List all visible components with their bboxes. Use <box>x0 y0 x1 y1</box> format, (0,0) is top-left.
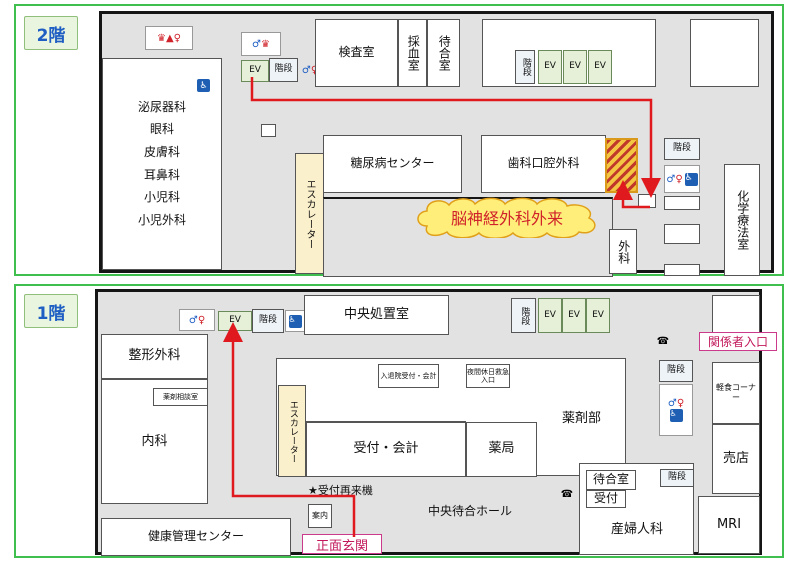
floor1-tag: 1階 <box>24 294 78 328</box>
room-night-entrance: 夜間休日救急入口 <box>466 364 510 388</box>
room-pediatrics: 小児科 <box>143 190 180 205</box>
room-2f-small1 <box>664 196 700 210</box>
room-2f-small2 <box>664 224 700 244</box>
restroom-icon: ♂♀ <box>301 64 318 76</box>
room-central-treatment: 中央処置室 <box>304 295 449 335</box>
room-shop: 売店 <box>712 424 760 494</box>
route-1f <box>223 322 356 537</box>
telephone-icon: ☎ <box>560 488 574 500</box>
stairs-2f-right2: 階段 <box>664 138 700 160</box>
restroom-icon: ♂♀ ♿ <box>659 384 693 436</box>
escalator-2f: エスカレーター <box>295 153 324 274</box>
route-2f <box>250 77 661 198</box>
room-machiai-2f: 待合室 <box>427 19 460 87</box>
room-obgyn: 産婦人科 <box>610 521 663 537</box>
room-guide: 案内 <box>308 504 332 528</box>
room-ent: 耳鼻科 <box>143 167 180 182</box>
stairs-1f-left: 階段 <box>252 309 284 333</box>
ev-2f-r1: EV <box>538 50 562 84</box>
room-food-corner: 軽食コーナー <box>712 362 760 424</box>
ev-1f-r1: EV <box>538 298 562 333</box>
room-chemo: 化学療法室 <box>724 164 760 276</box>
room-ophthalmology: 眼科 <box>149 122 174 137</box>
ev-2f-left: EV <box>241 60 269 82</box>
room-orthopedics: 整形外科 <box>101 334 208 379</box>
room-saiketsu: 採血室 <box>398 19 427 87</box>
room-kensa: 検査室 <box>315 19 398 87</box>
neurosurgery-label: 脳神経外科外来 <box>450 209 563 228</box>
lobby-label: 中央待合ホール <box>428 504 513 518</box>
main-entrance-label: 正面玄関 <box>302 534 382 554</box>
escalator-1f: エスカレーター <box>278 385 306 477</box>
revisit-machine: ★受付再来機 <box>308 484 373 497</box>
room-uketsuke: 受付 <box>586 490 626 508</box>
room-waiting-1f: 待合室 <box>586 470 636 490</box>
stairs-2f-left: 階段 <box>269 58 298 82</box>
room-health-center: 健康管理センター <box>101 518 291 556</box>
stairs-1f-right2: 階段 <box>659 360 693 382</box>
room-small-box <box>261 124 276 137</box>
restroom-icon: ♂♀♿ <box>664 165 700 193</box>
callout-cloud <box>417 197 596 238</box>
room-internal: 内科 <box>141 433 168 449</box>
neurosurgery-callout: 脳神経外科外来 <box>413 196 601 238</box>
room-center-divider <box>306 388 466 422</box>
room-dermatology: 皮膚科 <box>143 144 180 159</box>
room-reception: 受付・会計 <box>306 422 466 477</box>
ev-1f-r2: EV <box>562 298 586 333</box>
room-dental: 歯科口腔外科 <box>481 135 606 193</box>
room-admission: 入退院受付・会計 <box>378 364 439 388</box>
room-pharmacy: 薬局 <box>466 422 537 477</box>
stairs-2f-right: 階段 <box>515 50 535 84</box>
staff-entrance-label: 関係者入口 <box>699 332 777 351</box>
room-2f-small3 <box>664 264 700 276</box>
ev-2f-r2: EV <box>563 50 587 84</box>
ev-2f-r3: EV <box>588 50 612 84</box>
floor2-tag: 2階 <box>24 16 78 50</box>
stairs-1f-right: 階段 <box>511 298 536 333</box>
room-mri: MRI <box>698 496 760 554</box>
room-diabetes-center: 糖尿病センター <box>323 135 462 193</box>
floor1-plan: 整形外科 薬剤相談室 内科 健康管理センター ♂♀ EV 階段 ♿ 中央処置室 … <box>95 289 762 556</box>
room-corner-2f <box>690 19 759 87</box>
accessible-icon: ♿ <box>197 79 210 92</box>
telephone-icon: ☎ <box>656 335 670 347</box>
room-urology: 泌尿器科 <box>137 99 186 114</box>
floor1-panel: 1階 整形外科 薬剤相談室 内科 健康管理センター ♂♀ EV 階段 ♿ 中央処… <box>14 284 784 558</box>
room-drug-consult: 薬剤相談室 <box>153 388 208 406</box>
route-2f-return <box>613 180 650 209</box>
room-pediatric-surgery: 小児外科 <box>137 212 186 227</box>
room-surgery-2f: 外科 <box>609 229 637 274</box>
restroom-icon: ♿ <box>285 310 305 332</box>
ev-1f-r3: EV <box>586 298 610 333</box>
restroom-icon: ♂♛ <box>241 32 281 56</box>
room-clinics-2f: 泌尿器科 眼科 皮膚科 耳鼻科 小児科 小児外科 <box>102 58 222 270</box>
stairs-1f-right3: 階段 <box>660 469 694 487</box>
room-pharmacy-dept: 薬剤部 <box>561 410 601 426</box>
restroom-icon: ♂♀ <box>179 309 215 331</box>
restroom-icon: ♛▲♀ <box>145 26 193 50</box>
